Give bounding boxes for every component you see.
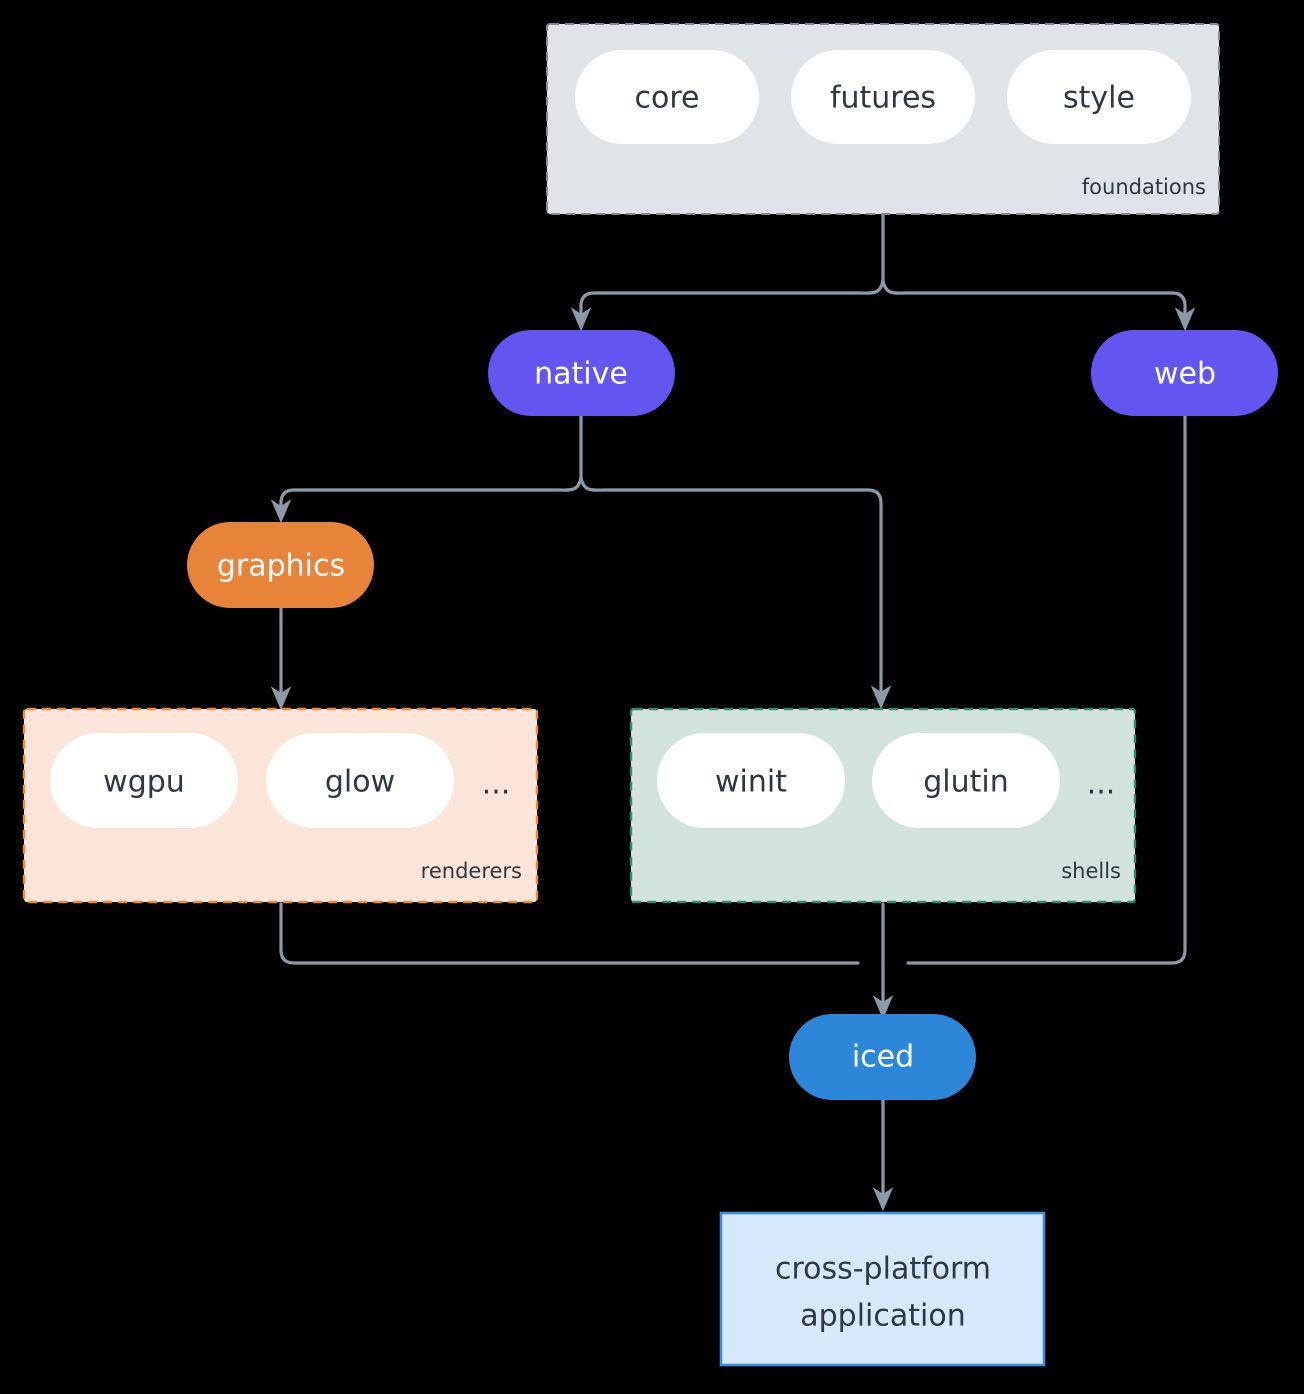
pill-futures-label: futures [830, 81, 936, 116]
web-pill[interactable] [1091, 330, 1278, 416]
edge-layer [270, 212, 1196, 1212]
pill-futures [791, 50, 975, 144]
node-iced[interactable]: iced [789, 1014, 976, 1100]
native-pill[interactable] [488, 330, 675, 416]
application-label-line2: application [800, 1299, 965, 1334]
pill-glutin [872, 733, 1060, 828]
node-native[interactable]: native [488, 330, 675, 416]
shells-member-glutin: glutin [872, 733, 1060, 828]
pill-glow-label: glow [325, 765, 395, 800]
edge-web-to-iced [906, 414, 1187, 965]
web-label: web [1154, 357, 1216, 392]
group-shells: winit glutin ... shells [629, 707, 1137, 904]
edge-native-to-graphics [270, 476, 583, 524]
iced-pill[interactable] [789, 1014, 976, 1100]
pill-style [1007, 50, 1191, 144]
pill-glutin-label: glutin [923, 765, 1009, 800]
edge-foundations-to-native [570, 279, 885, 332]
pill-wgpu [50, 733, 238, 828]
renderers-group-label: renderers [421, 859, 522, 883]
application-label-line1: cross-platform [775, 1252, 991, 1287]
graphics-label: graphics [217, 549, 345, 584]
renderers-member-wgpu: wgpu [50, 733, 238, 828]
shells-member-winit: winit [657, 733, 845, 828]
edge-foundations-to-web [881, 279, 1196, 332]
foundations-member-futures: futures [791, 50, 975, 144]
renderers-more-indicator: ... [482, 767, 511, 802]
node-application[interactable]: cross-platform application [719, 1211, 1046, 1367]
group-renderers: wgpu glow ... renderers [22, 707, 539, 904]
pill-winit [657, 733, 845, 828]
renderers-member-glow: glow [266, 733, 454, 828]
pill-core-label: core [635, 81, 700, 116]
pill-wgpu-label: wgpu [103, 765, 185, 800]
edge-native-to-shells [579, 476, 892, 710]
group-foundations: core futures style foundations [546, 23, 1220, 215]
node-graphics[interactable]: graphics [187, 522, 374, 608]
pill-style-label: style [1063, 81, 1135, 116]
pill-core [575, 50, 759, 144]
foundations-member-style: style [1007, 50, 1191, 144]
application-box[interactable] [719, 1211, 1046, 1367]
foundations-member-core: core [575, 50, 759, 144]
pill-winit-label: winit [715, 765, 787, 800]
pill-glow [266, 733, 454, 828]
node-web[interactable]: web [1091, 330, 1278, 416]
iced-label: iced [852, 1040, 914, 1075]
edge-renderers-to-iced [279, 902, 860, 965]
shells-group-label: shells [1061, 859, 1121, 883]
shells-more-indicator: ... [1087, 767, 1116, 802]
native-label: native [534, 357, 628, 392]
foundations-group-label: foundations [1082, 175, 1206, 199]
graphics-pill[interactable] [187, 522, 374, 608]
